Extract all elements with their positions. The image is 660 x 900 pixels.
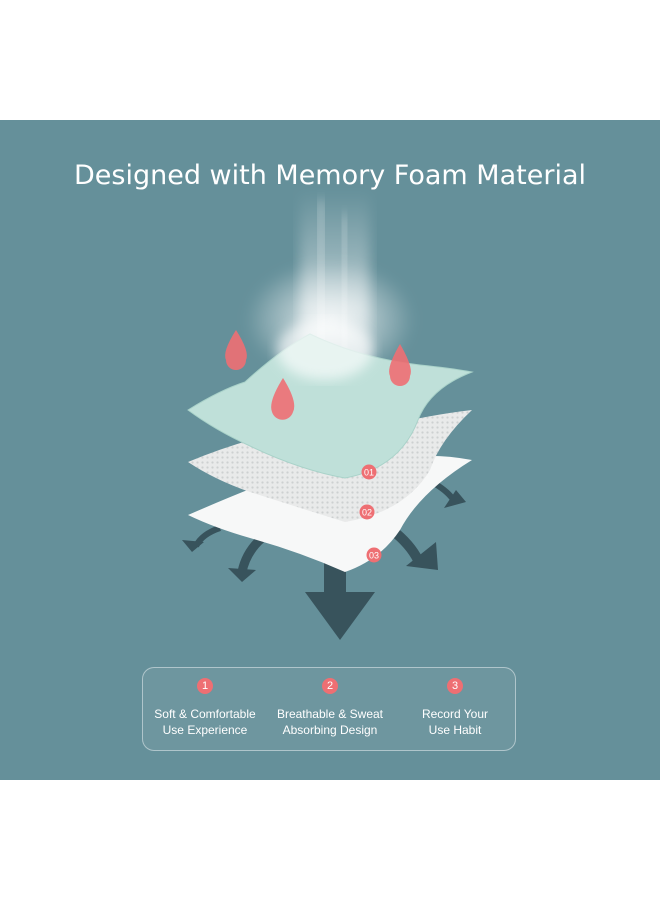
arrow-right-down-icon [388,526,438,570]
layer-3-badge: 03 [366,547,382,563]
feature-soft-comfortable: 1 Soft & Comfortable Use Experience [143,668,267,752]
svg-text:02: 02 [362,508,372,518]
feature-number-badge: 2 [322,678,338,694]
water-drop-icon [389,344,411,386]
feature-number-badge: 3 [447,678,463,694]
features-box: 1 Soft & Comfortable Use Experience 2 Br… [142,667,516,751]
layer-1-badge: 01 [361,464,377,480]
banner-title: Designed with Memory Foam Material [73,160,586,191]
arrow-right-icon [430,479,466,508]
svg-text:01: 01 [364,468,374,478]
arrow-left-icon [182,525,222,552]
layer-2-badge: 02 [359,504,375,520]
feature-number-badge: 1 [197,678,213,694]
feature-label: Record Your Use Habit [421,707,489,737]
water-drop-icon [271,378,295,420]
layer-illustration: 01 02 03 [182,190,474,640]
feature-label: Soft & Comfortable Use Experience [154,707,256,737]
feature-record-habit: 3 Record Your Use Habit [393,668,517,752]
water-drop-icon [225,330,247,370]
product-banner: Designed with Memory Foam Material [0,120,660,780]
feature-breathable: 2 Breathable & Sweat Absorbing Design [268,668,392,752]
arrow-left-down-icon [228,534,266,582]
svg-text:03: 03 [369,551,379,561]
feature-label: Breathable & Sweat Absorbing Design [276,707,384,737]
